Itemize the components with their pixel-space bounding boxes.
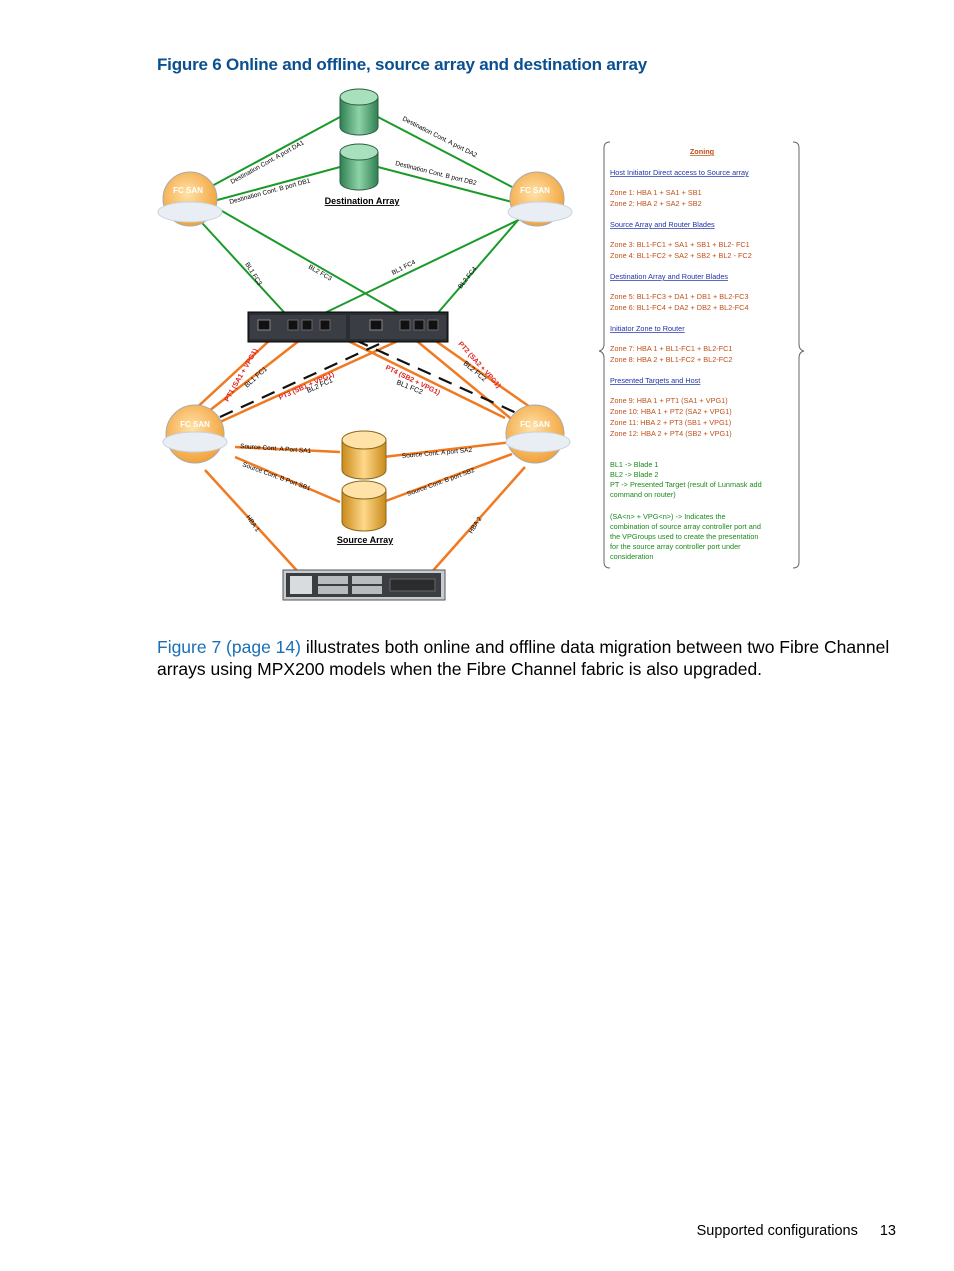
- zone-line: Zone 12: HBA 2 + PT4 (SB2 + VPG1): [610, 429, 732, 438]
- green-links: [191, 116, 536, 333]
- note-line: (SA<n> + VPG<n>) -> Indicates the: [610, 512, 726, 521]
- zoning-title: Zoning: [690, 147, 714, 156]
- figure-7-link[interactable]: Figure 7 (page 14): [157, 637, 301, 657]
- dashed-links: [219, 338, 533, 422]
- legend-line: BL2 -> Blade 2: [610, 470, 658, 479]
- source-array-label: Source Array: [337, 535, 393, 545]
- router-chassis: [247, 311, 449, 343]
- zone-line: Zone 6: BL1-FC4 + DA2 + DB2 + BL2-FC4: [610, 303, 749, 312]
- zoning-heading: Initiator Zone to Router: [610, 324, 685, 333]
- fc-san-bottom-left: FC SAN: [162, 404, 228, 464]
- zone-line: Zone 11: HBA 2 + PT3 (SB1 + VPG1): [610, 418, 731, 427]
- zone-line: Zone 5: BL1-FC3 + DA1 + DB1 + BL2-FC3: [610, 292, 749, 301]
- host-server: [282, 569, 446, 601]
- fc-san-label: FC SAN: [520, 420, 550, 429]
- migration-diagram: Destination Array Source Array FC SAN FC…: [157, 88, 805, 601]
- link-label: Source Cont. B port SB2: [406, 467, 476, 498]
- page-number: 13: [879, 1223, 896, 1239]
- zone-line: Zone 1: HBA 1 + SA1 + SB1: [610, 188, 702, 197]
- body-paragraph: Figure 7 (page 14) illustrates both onli…: [157, 636, 897, 680]
- page-footer: Supported configurations 13: [697, 1223, 896, 1239]
- zoning-heading: Host Initiator Direct access to Source a…: [610, 168, 749, 177]
- link-label: Destination Cont. A port DA2: [401, 116, 478, 160]
- legend-line: BL1 -> Blade 1: [610, 460, 658, 469]
- body-text-1: illustrates both online and offline data…: [300, 637, 890, 657]
- link-label: HBA 2: [468, 515, 484, 535]
- zone-line: Zone 3: BL1-FC1 + SA1 + SB1 + BL2- FC1: [610, 240, 750, 249]
- legend-line: PT -> Presented Target (result of Lunmas…: [610, 480, 762, 489]
- link-label: BL1 FC3: [243, 261, 263, 287]
- link-label: Source Cont. B Port SB1: [241, 461, 311, 492]
- fc-san-top-left: FC SAN: [157, 171, 223, 227]
- footer-section: Supported configurations: [696, 1223, 858, 1239]
- fc-san-bottom-right: FC SAN: [505, 404, 571, 464]
- zone-line: Zone 8: HBA 2 + BL1-FC2 + BL2-FC2: [610, 355, 733, 364]
- legend-line: command on router): [610, 490, 676, 499]
- link-label: BL2 FC4: [457, 265, 479, 290]
- link-label: Source Cont. A port SA2: [402, 447, 473, 460]
- fc-san-top-right: FC SAN: [507, 171, 573, 227]
- zone-line: Zone 2: HBA 2 + SA2 + SB2: [610, 199, 702, 208]
- destination-disk-1: [339, 88, 379, 136]
- destination-disk-2: [339, 143, 379, 191]
- zoning-heading: Destination Array and Router Blades: [610, 272, 728, 281]
- zoning-braces: [598, 141, 805, 569]
- source-disk-2: [341, 480, 387, 532]
- zoning-heading: Source Array and Router Blades: [610, 220, 715, 229]
- link-label: Source Cont. A Port SA1: [240, 443, 312, 455]
- body-text-2: arrays using MPX200 models when the Fibr…: [157, 659, 763, 679]
- link-label: Destination Cont. B port DB1: [229, 177, 312, 205]
- figure-title: Figure 6 Online and offline, source arra…: [157, 55, 647, 74]
- zone-line: Zone 10: HBA 1 + PT2 (SA2 + VPG1): [610, 407, 732, 416]
- zoning-heading: Presented Targets and Host: [610, 376, 700, 385]
- link-label: HBA 1: [244, 514, 261, 533]
- zone-line: Zone 7: HBA 1 + BL1-FC1 + BL2-FC1: [610, 344, 733, 353]
- fc-san-label: FC SAN: [520, 186, 550, 195]
- fc-san-label: FC SAN: [173, 186, 203, 195]
- note-line: combination of source array controller p…: [610, 522, 761, 531]
- note-line: the VPGroups used to create the presenta…: [610, 532, 758, 541]
- zoning-panel: Zoning Host Initiator Direct access to S…: [610, 147, 762, 561]
- note-line: consideration: [610, 552, 653, 561]
- destination-array-label: Destination Array: [325, 196, 400, 206]
- note-line: for the source array controller port und…: [610, 542, 741, 551]
- source-disk-1: [341, 430, 387, 480]
- zone-line: Zone 9: HBA 1 + PT1 (SA1 + VPG1): [610, 396, 728, 405]
- zone-line: Zone 4: BL1-FC2 + SA2 + SB2 + BL2 - FC2: [610, 251, 752, 260]
- fc-san-label: FC SAN: [180, 420, 210, 429]
